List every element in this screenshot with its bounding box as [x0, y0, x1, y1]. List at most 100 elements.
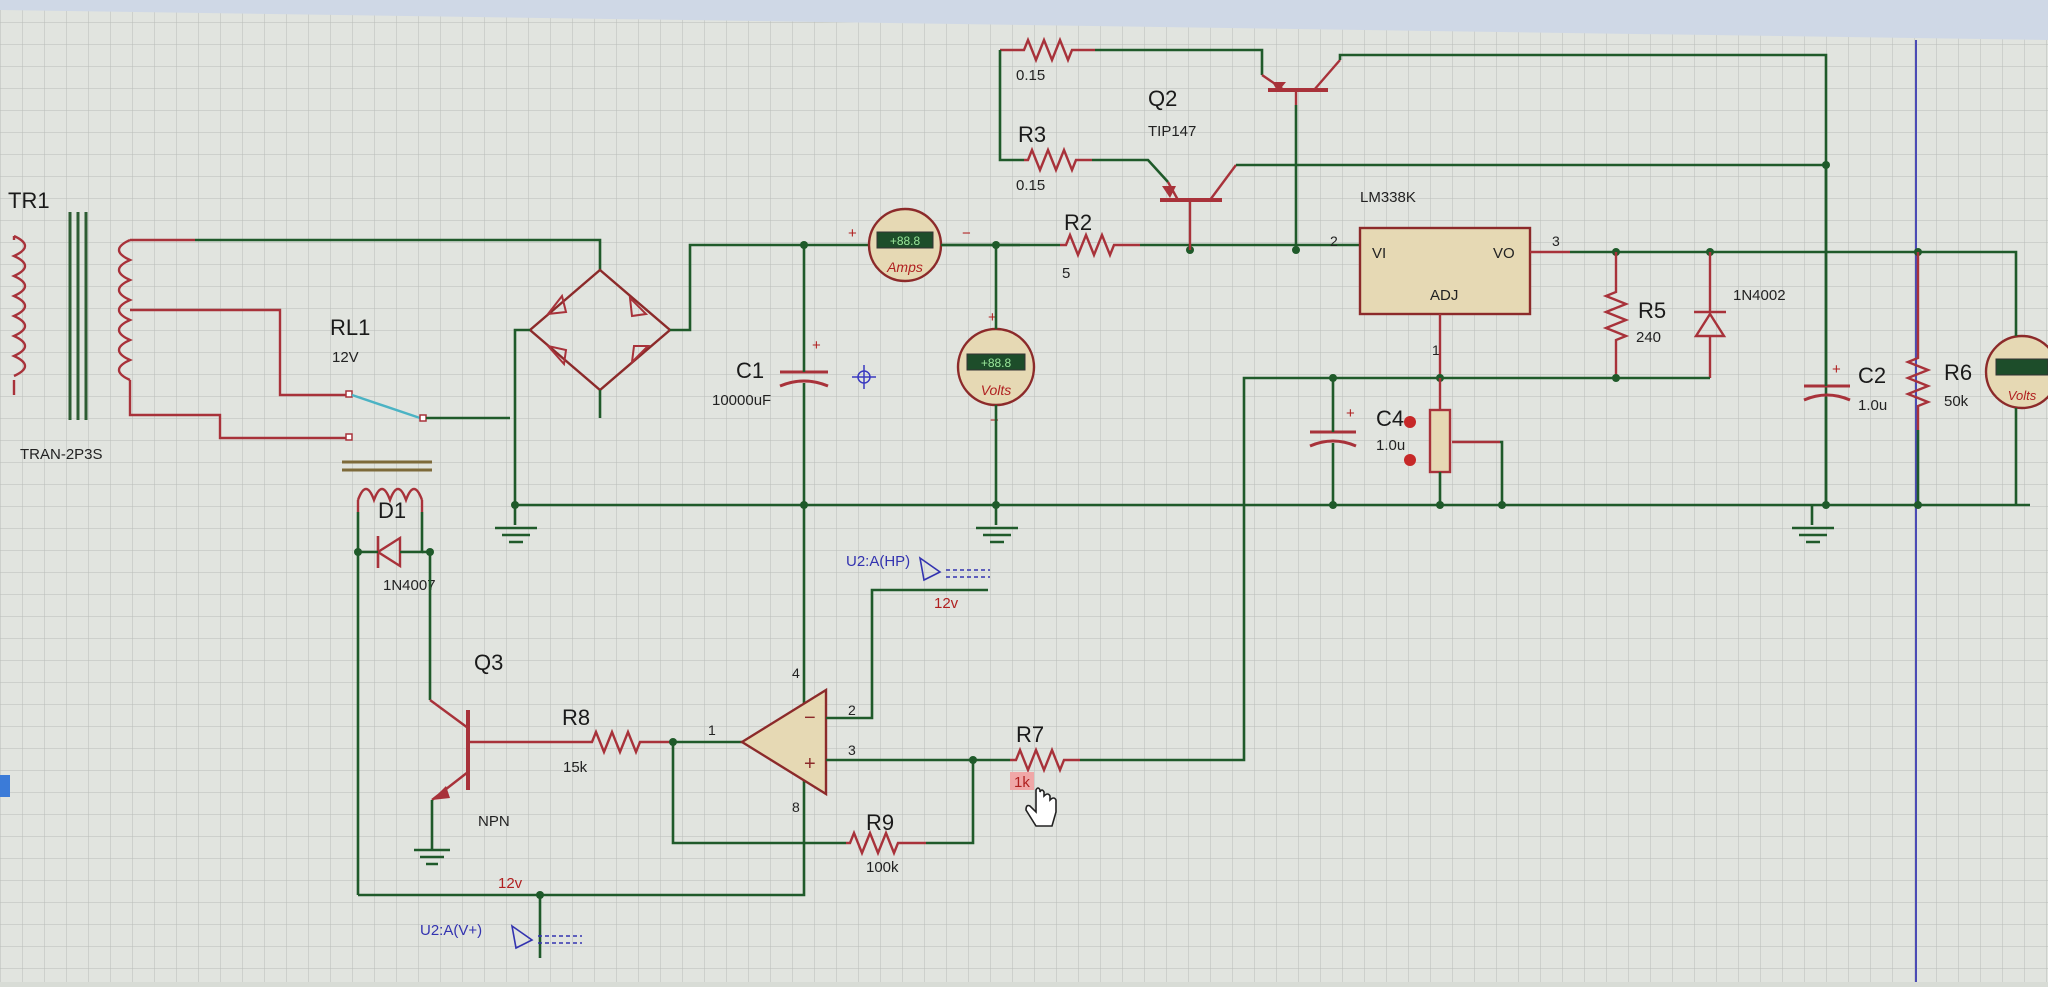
ammeter-label: Amps [886, 259, 923, 275]
tr1-secondary-coil [117, 238, 133, 382]
left-scroll-marker[interactable] [0, 775, 10, 797]
resistor-r8[interactable]: R8 15k [520, 705, 673, 776]
svg-text:−: − [804, 707, 816, 729]
relay-rl1[interactable]: RL1 12V [330, 315, 432, 504]
svg-text:3: 3 [848, 742, 856, 758]
r7-value: 1k [1014, 774, 1030, 791]
c1-label: C1 [736, 358, 764, 383]
r8-value: 15k [563, 759, 588, 776]
r3-label: R3 [1018, 122, 1046, 147]
ammeter-reading: +88.8 [890, 234, 921, 248]
diode-d1[interactable]: D1 1N4007 [375, 498, 436, 594]
tr1-label: TR1 [8, 188, 50, 213]
rl1-label: RL1 [330, 315, 370, 340]
r2-label: R2 [1064, 210, 1092, 235]
svg-text:3: 3 [1552, 233, 1560, 249]
q3-label: Q3 [474, 650, 503, 675]
net-label-u2-vplus[interactable]: U2:A(V+) 12v [420, 875, 582, 950]
u2-vplus-label: U2:A(V+) [420, 922, 482, 939]
net-label-u2-hp[interactable]: U2:A(HP) 12v [846, 553, 990, 612]
regulator-vi: VI [1372, 245, 1386, 262]
r8-label: R8 [562, 705, 590, 730]
window-top-edge [0, 0, 2048, 40]
voltmeter-2[interactable]: Volts [1984, 334, 2048, 410]
q3-type: NPN [478, 813, 510, 830]
q2-model: TIP147 [1148, 123, 1196, 140]
transistor-q3[interactable]: Q3 NPN [429, 650, 520, 830]
c1-value: 10000uF [712, 392, 771, 409]
r7-label: R7 [1016, 722, 1044, 747]
transformer-tr1[interactable]: TR1 TRAN-2P3S [8, 188, 133, 463]
svg-text:2: 2 [848, 702, 856, 718]
voltmeter-1[interactable]: +88.8 Volts + − [956, 309, 1036, 429]
voltmeter-1-label: Volts [981, 382, 1012, 398]
probe-dot-icon [1404, 454, 1416, 466]
resistor-r5[interactable]: R5 240 [1602, 252, 1666, 378]
voltmeter-2-label: Volts [2008, 388, 2037, 403]
svg-text:1: 1 [1432, 342, 1440, 358]
u2-hp-voltage: 12v [934, 595, 959, 612]
svg-text:−: − [962, 225, 971, 242]
regulator-lm338k[interactable]: LM338K VI VO ADJ 2 3 1 [1330, 189, 1560, 358]
svg-text:−: − [990, 412, 999, 429]
d1-model: 1N4007 [383, 577, 436, 594]
resistor-r2[interactable]: R2 5 [1060, 210, 1140, 282]
d2-model: 1N4002 [1733, 287, 1786, 304]
u2-hp-label: U2:A(HP) [846, 553, 910, 570]
r3-value: 0.15 [1016, 177, 1045, 194]
capacitor-c4[interactable]: C4 1.0u + [1309, 405, 1405, 454]
transistor-q2[interactable]: Q2 TIP147 [1148, 59, 1341, 140]
c4-label: C4 [1376, 406, 1404, 431]
svg-text:+: + [988, 309, 997, 326]
voltmeter-1-reading: +88.8 [981, 356, 1012, 370]
d1-label: D1 [378, 498, 406, 523]
opamp-u2[interactable]: − + 1 2 3 4 8 [708, 665, 856, 815]
potentiometer[interactable] [1404, 378, 1500, 474]
ground-left [495, 505, 537, 544]
crosshair-marker-icon [852, 365, 876, 389]
svg-text:+: + [1346, 405, 1355, 422]
resistor-r3[interactable]: R3 0.15 [1016, 122, 1092, 194]
capacitor-c1[interactable]: C1 + 10000uF [712, 337, 829, 409]
probe-dot-icon [1404, 416, 1416, 428]
r1-value: 0.15 [1016, 67, 1045, 84]
regulator-vo: VO [1493, 245, 1515, 262]
tr1-model: TRAN-2P3S [20, 446, 103, 463]
resistor-r1[interactable]: 0.15 [1000, 36, 1095, 84]
c2-label: C2 [1858, 363, 1886, 388]
hand-cursor-icon [1025, 787, 1057, 827]
relay-coil [356, 487, 424, 504]
svg-text:+: + [812, 337, 821, 354]
tr1-primary-coil [11, 234, 27, 378]
regulator-adj: ADJ [1430, 287, 1458, 304]
r2-value: 5 [1062, 265, 1070, 282]
c4-value: 1.0u [1376, 437, 1405, 454]
rl1-value: 12V [332, 349, 359, 366]
relay-switch-arm [351, 393, 421, 420]
r9-value: 100k [866, 859, 899, 876]
transistor-q2-lower[interactable] [1160, 164, 1237, 250]
resistor-r6[interactable]: R6 50k [1904, 252, 1972, 430]
ammeter[interactable]: +88.8 Amps + − [848, 207, 971, 283]
svg-text:+: + [1832, 361, 1841, 378]
r6-value: 50k [1944, 393, 1969, 410]
ground-middle [976, 505, 1018, 544]
svg-text:4: 4 [792, 665, 800, 681]
svg-text:8: 8 [792, 799, 800, 815]
svg-text:+: + [804, 753, 816, 775]
svg-text:2: 2 [1330, 233, 1338, 249]
lm338k-label: LM338K [1360, 189, 1416, 206]
r9-label: R9 [866, 810, 894, 835]
svg-text:1: 1 [708, 722, 716, 738]
svg-text:+: + [848, 225, 857, 242]
ground-right [1792, 505, 1834, 544]
capacitor-c2[interactable]: C2 1.0u + [1803, 361, 1887, 414]
resistor-r7[interactable]: R7 1k [1010, 722, 1080, 791]
r6-label: R6 [1944, 360, 1972, 385]
resistor-r9[interactable]: R9 100k [846, 810, 926, 876]
c2-value: 1.0u [1858, 397, 1887, 414]
r5-label: R5 [1638, 298, 1666, 323]
